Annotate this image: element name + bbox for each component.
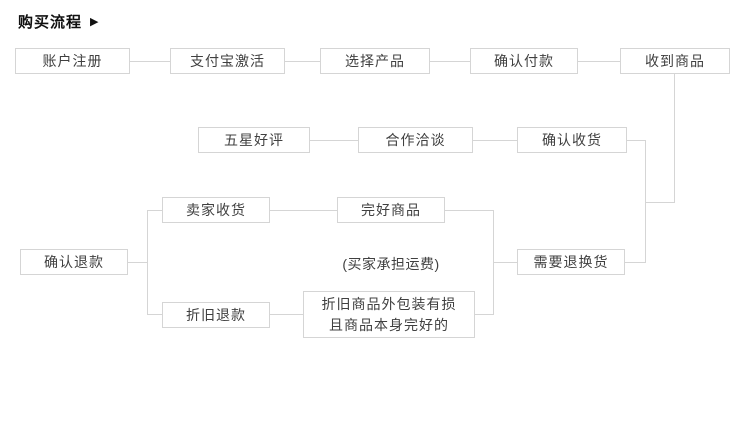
connector-line (674, 74, 675, 203)
connector-line (270, 210, 337, 211)
connector-line (578, 61, 620, 62)
node-account-registration: 账户注册 (15, 48, 130, 74)
node-depreciated-packaging-note: 折旧商品外包装有损 且商品本身完好的 (303, 291, 475, 338)
right-triangle-icon: ▶ (90, 15, 100, 28)
node-five-star-review: 五星好评 (198, 127, 310, 153)
node-confirm-refund: 确认退款 (20, 249, 128, 275)
connector-line (645, 140, 646, 263)
connector-line (445, 210, 493, 211)
connector-line (128, 262, 147, 263)
node-confirm-receipt: 确认收货 (517, 127, 627, 153)
node-cooperation-negotiation: 合作洽谈 (358, 127, 473, 153)
node-seller-receives-goods: 卖家收货 (162, 197, 270, 223)
connector-line (270, 314, 303, 315)
connector-line (645, 202, 675, 203)
connector-line (625, 262, 645, 263)
connector-line (473, 140, 517, 141)
node-alipay-activation: 支付宝激活 (170, 48, 285, 74)
connector-line (430, 61, 470, 62)
node-goods-received: 收到商品 (620, 48, 730, 74)
connector-line (310, 140, 358, 141)
flow-title: 购买流程 ▶ (18, 11, 99, 32)
connector-line (493, 262, 517, 263)
connector-line (147, 210, 162, 211)
connector-line (475, 314, 493, 315)
connector-line (285, 61, 320, 62)
node-depreciation-refund: 折旧退款 (162, 302, 270, 328)
node-select-product: 选择产品 (320, 48, 430, 74)
connector-line (147, 314, 162, 315)
shipping-fee-note: (买家承担运费) (342, 256, 440, 272)
flow-title-text: 购买流程 (18, 14, 83, 31)
connector-line (130, 61, 170, 62)
node-confirm-payment: 确认付款 (470, 48, 578, 74)
connector-line (147, 210, 148, 315)
node-need-return-exchange: 需要退换货 (517, 249, 625, 275)
connector-line (627, 140, 645, 141)
node-intact-goods: 完好商品 (337, 197, 445, 223)
